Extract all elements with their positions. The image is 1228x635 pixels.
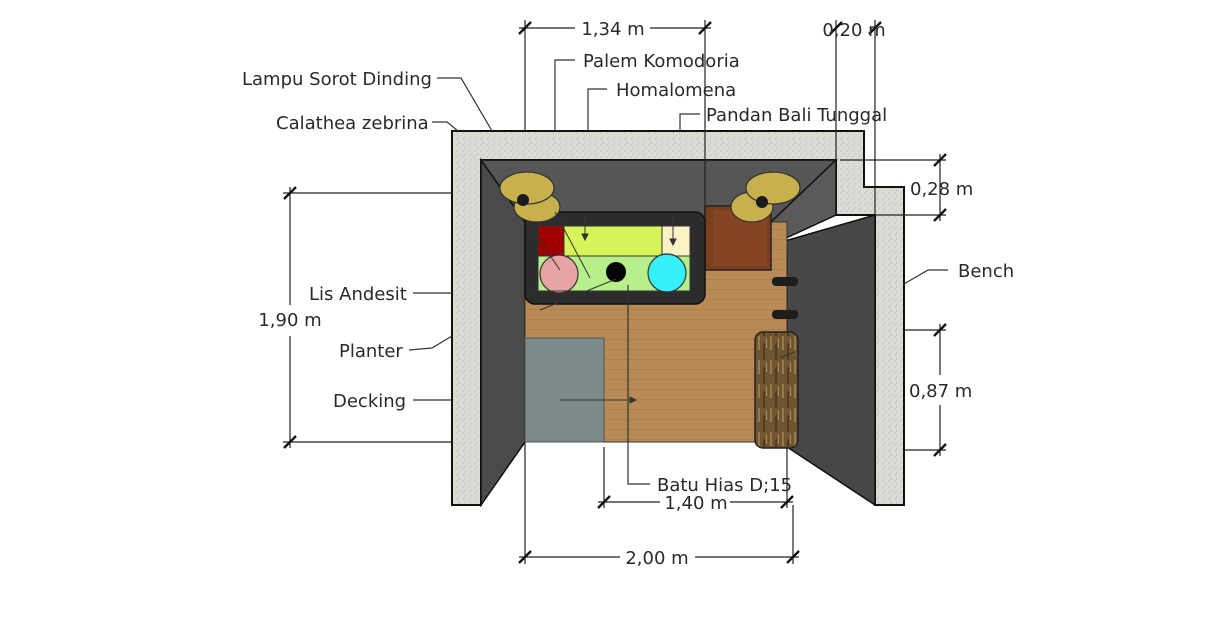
dim-step-offset — [840, 153, 947, 222]
batu-hias-stone — [606, 262, 626, 282]
dim-deck-width-label: 1,40 m — [664, 493, 727, 514]
pandan-plant — [537, 225, 565, 257]
label-palem: Palem Komodoria — [583, 51, 740, 72]
leader-lines — [408, 59, 948, 485]
dim-top-width-label: 1,34 m — [581, 19, 644, 40]
label-planter: Planter — [339, 341, 403, 362]
label-decking: Decking — [333, 391, 406, 412]
stone-slab — [524, 337, 605, 443]
dim-bench-length — [904, 323, 947, 457]
label-lampu-sorot: Lampu Sorot Dinding — [242, 69, 432, 90]
planter-arrows — [526, 211, 795, 404]
dim-deck-width — [597, 447, 794, 509]
label-bench: Bench — [958, 261, 1014, 282]
calathea-plant — [661, 225, 691, 257]
bench-light-2 — [772, 310, 798, 319]
palem-plant — [647, 253, 687, 293]
bench-light-1 — [772, 277, 798, 286]
dim-total-width — [518, 442, 800, 564]
wall-lamp-right — [730, 171, 801, 223]
dim-step-offset-label: 0,28 m — [910, 179, 973, 200]
label-calathea: Calathea zebrina — [276, 113, 429, 134]
bench — [754, 331, 799, 449]
dim-top-width — [518, 20, 712, 212]
label-batu-hias: Batu Hias D;15 — [657, 475, 792, 496]
dim-wall-thickness — [829, 20, 882, 215]
dim-wall-thickness-label: 0,20 m — [822, 20, 885, 41]
dim-height — [283, 186, 452, 449]
homalomena-plant — [539, 254, 579, 294]
dim-total-width-label: 2,00 m — [625, 548, 688, 569]
label-pandan: Pandan Bali Tunggal — [706, 105, 887, 126]
label-lis-andesit: Lis Andesit — [309, 284, 407, 305]
dim-bench-length-label: 0,87 m — [909, 381, 972, 402]
dim-height-label: 1,90 m — [258, 310, 321, 331]
wall-lamp-left — [499, 171, 561, 223]
label-homalomena: Homalomena — [616, 80, 736, 101]
